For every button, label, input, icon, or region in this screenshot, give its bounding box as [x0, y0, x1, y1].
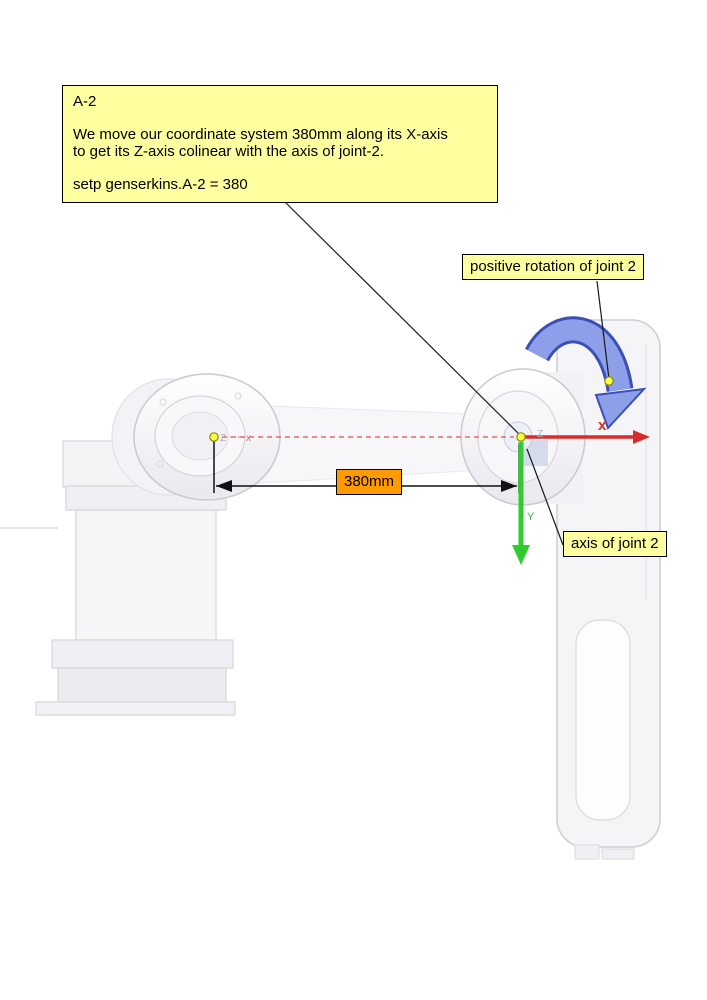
- y-axis-arrow: Y: [512, 442, 535, 565]
- callout-body-line-1: We move our coordinate system 380mm alon…: [73, 126, 448, 143]
- x-axis-arrowhead: [633, 430, 650, 444]
- old-origin-dot: [209, 432, 219, 442]
- y-axis-arrowhead: [512, 545, 530, 565]
- y-axis-label: Y: [527, 511, 535, 523]
- rotation-arrow: [525, 316, 647, 430]
- callout-a2: A-2 We move our coordinate system 380mm …: [62, 85, 498, 203]
- rotation-arrowhead: [594, 387, 647, 430]
- joint-dots: [209, 376, 614, 442]
- joint2-z-label: Z: [537, 429, 543, 440]
- x-axis-arrow: x: [222, 417, 650, 444]
- old-origin-frame: Z x: [220, 433, 251, 444]
- label-positive-rotation-joint-2: positive rotation of joint 2: [462, 254, 644, 280]
- rotation-marker-dot: [604, 376, 614, 386]
- old-origin-x-label: x: [246, 433, 251, 444]
- joint2-origin-dot: [516, 432, 526, 442]
- shoulder-joint: [111, 373, 281, 501]
- leader-lines: [281, 198, 610, 546]
- leader-callout-to-origin: [281, 198, 520, 435]
- robot-base: [35, 440, 236, 716]
- label-dimension-380mm: 380mm: [336, 469, 403, 495]
- dimension-arrowhead-left: [216, 480, 232, 492]
- leader-axis-label: [526, 448, 564, 546]
- dimension-arrowhead-right: [501, 480, 517, 492]
- old-origin-z-label: Z: [220, 433, 226, 444]
- callout-body-line-2: to get its Z-axis colinear with the axis…: [73, 143, 384, 160]
- callout-command: setp genserkins.A-2 = 380: [73, 176, 248, 193]
- callout-title: A-2: [73, 93, 97, 110]
- label-axis-of-joint-2: axis of joint 2: [563, 531, 667, 557]
- leader-rotation-label: [596, 280, 610, 380]
- x-axis-label: x: [598, 417, 607, 434]
